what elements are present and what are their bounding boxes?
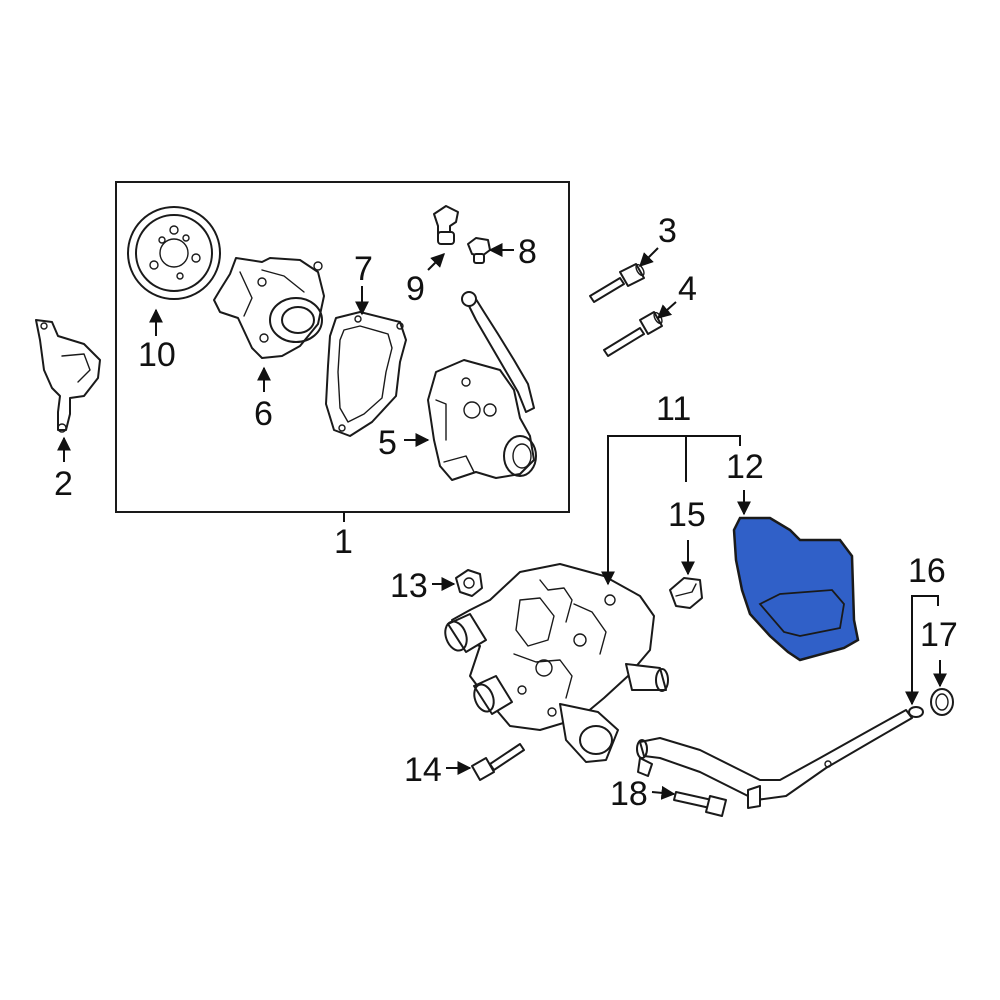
- leader-lines: [57, 243, 947, 800]
- part-11-housing-assembly[interactable]: [441, 563, 669, 763]
- callout-labels: 1 2 3 4 5 6 7 8 9 10 11 12 13 14 15 16 1…: [54, 212, 958, 813]
- callout-18[interactable]: 18: [610, 775, 648, 813]
- part-3-bolt[interactable]: [589, 263, 646, 303]
- part-15-clip[interactable]: [669, 577, 703, 609]
- callout-10[interactable]: 10: [138, 336, 176, 374]
- part-16-coolant-pipe[interactable]: [636, 706, 924, 809]
- callout-11[interactable]: 11: [656, 390, 691, 428]
- callout-12[interactable]: 12: [726, 448, 764, 486]
- callout-4[interactable]: 4: [678, 270, 697, 308]
- callout-17[interactable]: 17: [920, 616, 958, 654]
- part-5-thermostat-housing[interactable]: [427, 291, 537, 481]
- callout-3[interactable]: 3: [658, 212, 677, 250]
- part-9-sensor[interactable]: [433, 205, 459, 245]
- callout-14[interactable]: 14: [404, 751, 442, 789]
- callout-6[interactable]: 6: [254, 395, 273, 433]
- callout-13[interactable]: 13: [390, 567, 428, 605]
- part-18-bolt[interactable]: [673, 791, 727, 817]
- part-6-water-pump[interactable]: [213, 257, 325, 359]
- callout-1[interactable]: 1: [334, 523, 353, 561]
- kit-box: [115, 181, 570, 513]
- callout-16[interactable]: 16: [908, 552, 946, 590]
- part-17-o-ring[interactable]: [930, 688, 954, 716]
- part-4-bolt[interactable]: [603, 311, 664, 357]
- part-13-nut[interactable]: [455, 569, 483, 597]
- part-10-pulley[interactable]: [127, 206, 221, 300]
- part-7-gasket[interactable]: [325, 311, 407, 437]
- callout-5[interactable]: 5: [378, 424, 397, 462]
- part-8-plug[interactable]: [467, 237, 491, 264]
- callout-9[interactable]: 9: [406, 270, 425, 308]
- part-12-gasket-highlighted[interactable]: [732, 516, 860, 662]
- callout-8[interactable]: 8: [518, 233, 537, 271]
- callout-15[interactable]: 15: [668, 496, 706, 534]
- callout-7[interactable]: 7: [354, 250, 373, 288]
- callout-2[interactable]: 2: [54, 465, 73, 503]
- part-2-bracket[interactable]: [35, 319, 101, 433]
- part-14-bolt[interactable]: [471, 743, 525, 781]
